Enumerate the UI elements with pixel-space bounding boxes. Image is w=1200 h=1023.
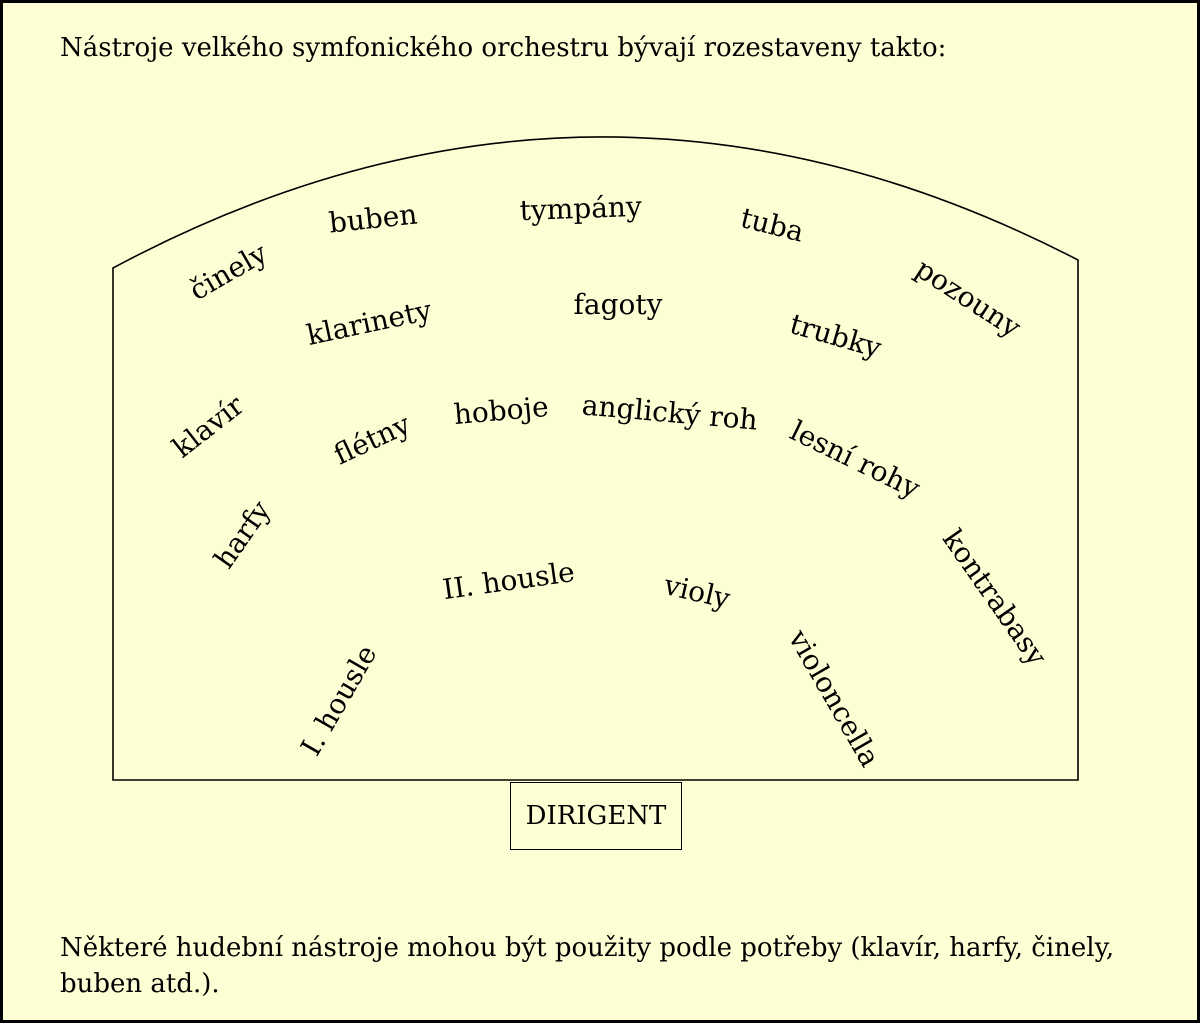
footnote-text: Některé hudební nástroje mohou být použi… bbox=[60, 933, 1115, 999]
label-hoboje: hoboje bbox=[452, 390, 549, 431]
intro-text: Nástroje velkého symfonického orchestru … bbox=[60, 33, 947, 63]
label-fletny: flétny bbox=[329, 407, 416, 471]
label-lesni-rohy: lesní rohy bbox=[785, 414, 925, 505]
stage-outline bbox=[112, 136, 1079, 781]
label-violy: violy bbox=[660, 568, 733, 615]
label-klavir: klavír bbox=[166, 388, 250, 464]
conductor-box: DIRIGENT bbox=[510, 782, 682, 850]
label-tuba: tuba bbox=[737, 201, 807, 248]
label-ii-housle: II. housle bbox=[441, 555, 577, 606]
label-klarinety: klarinety bbox=[304, 293, 435, 352]
label-pozouny: pozouny bbox=[910, 252, 1027, 344]
label-trubky: trubky bbox=[786, 307, 885, 365]
label-i-housle: I. housle bbox=[294, 639, 383, 761]
label-harfy: harfy bbox=[207, 495, 277, 575]
label-kontrabasy: kontrabasy bbox=[936, 523, 1054, 671]
label-tympany: tympány bbox=[519, 190, 642, 227]
label-violoncella: violoncella bbox=[781, 623, 886, 772]
label-anglicky-roh: anglický roh bbox=[581, 388, 759, 436]
label-buben: buben bbox=[327, 198, 418, 240]
label-fagoty: fagoty bbox=[574, 288, 663, 321]
label-cinely: činely bbox=[184, 236, 273, 307]
conductor-label: DIRIGENT bbox=[525, 801, 667, 831]
